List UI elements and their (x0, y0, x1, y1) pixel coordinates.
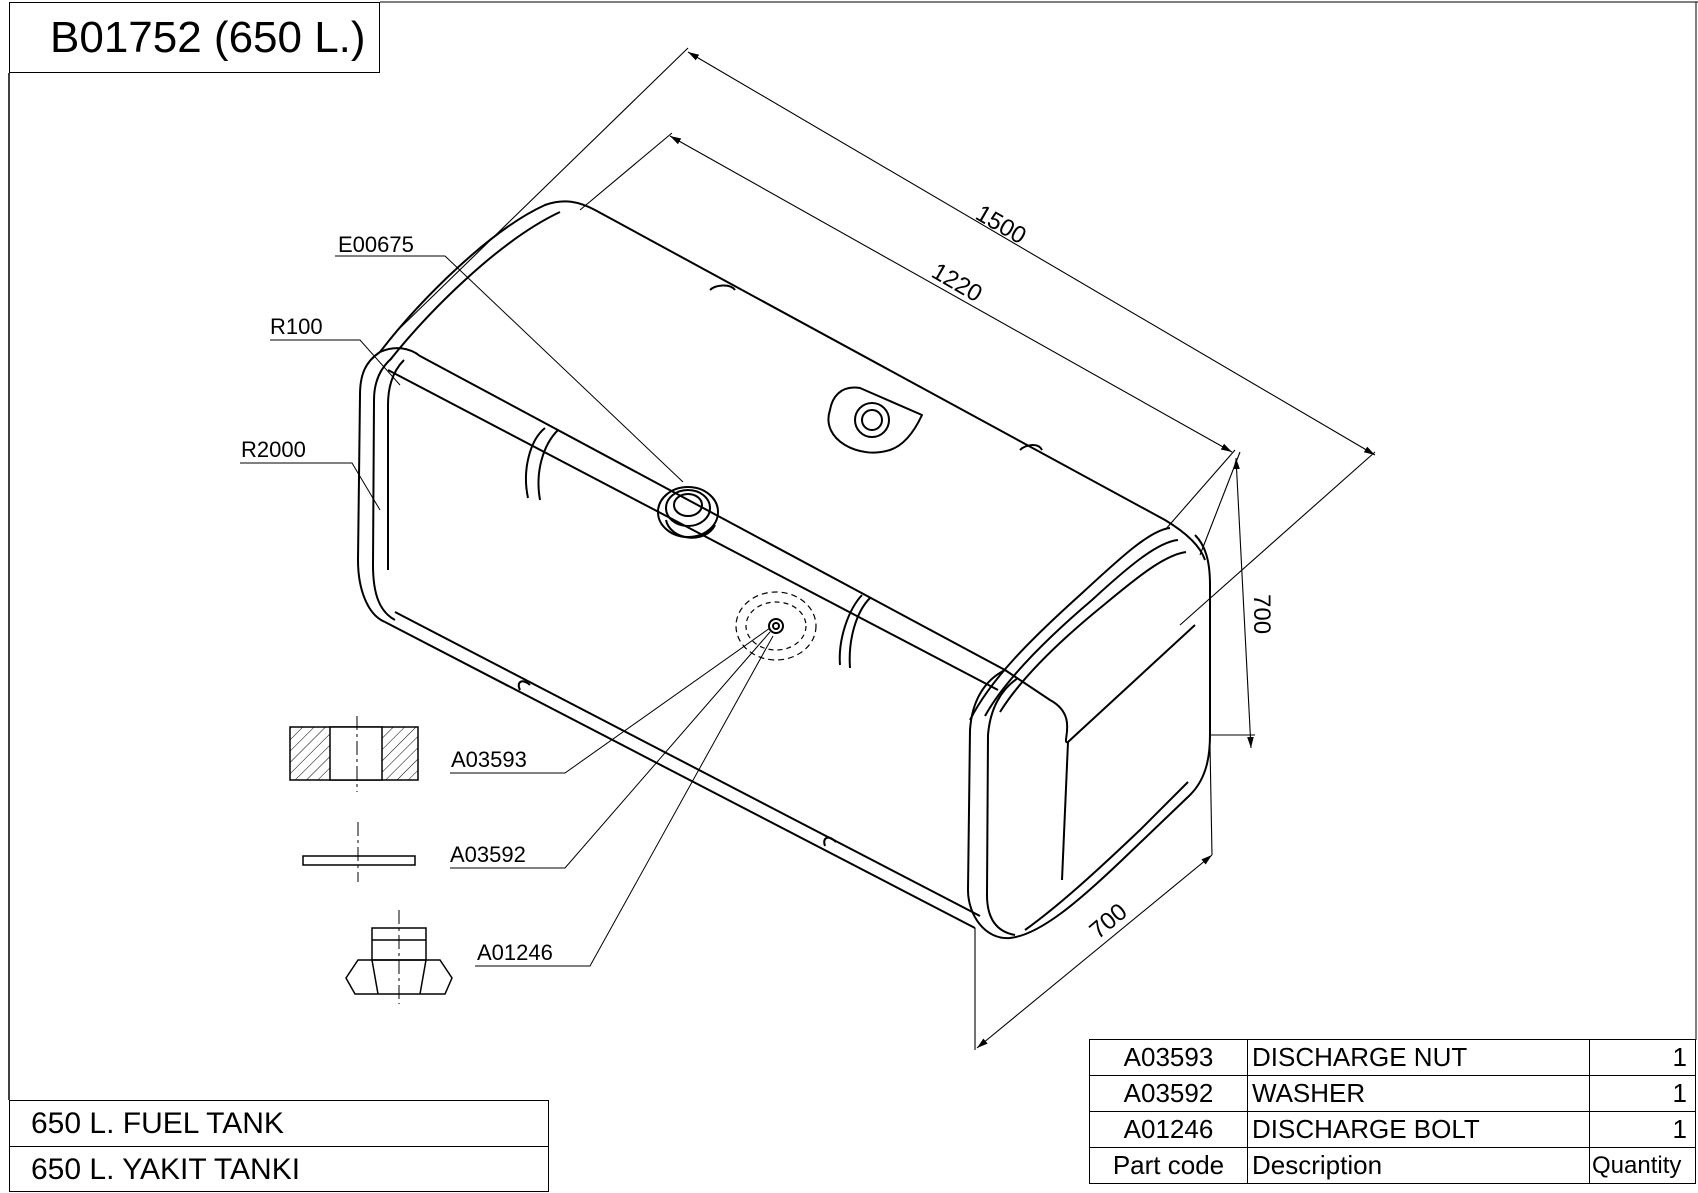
callout-r100: R100 (270, 314, 323, 339)
washer-detail (302, 822, 416, 882)
name-row-turkish: 650 L. YAKIT TANKI (10, 1147, 548, 1193)
table-row: A03592 WASHER 1 (1089, 1075, 1696, 1112)
description-cell: DISCHARGE NUT (1247, 1039, 1590, 1076)
part-code-cell: A03593 (1089, 1039, 1248, 1076)
table-row: A01246 DISCHARGE BOLT 1 (1089, 1111, 1696, 1148)
quantity-cell: 1 (1589, 1075, 1696, 1112)
title-box: B01752 (650 L.) (9, 2, 380, 73)
quantity-cell: 1 (1589, 1039, 1696, 1076)
header-description: Description (1247, 1147, 1590, 1184)
name-row-english: 650 L. FUEL TANK (10, 1101, 548, 1147)
dim-700-height: 700 (1248, 594, 1275, 634)
drawing-title: B01752 (650 L.) (50, 13, 366, 62)
part-code-cell: A01246 (1089, 1111, 1248, 1148)
dim-700-width: 700 (1085, 898, 1133, 944)
table-row: A03593 DISCHARGE NUT 1 (1089, 1039, 1696, 1076)
leader-lines (240, 255, 774, 967)
discharge-nut-detail (289, 716, 419, 792)
dim-1500: 1500 (971, 200, 1031, 250)
callout-a03593: A03593 (451, 747, 527, 772)
description-cell: WASHER (1247, 1075, 1590, 1112)
callout-r2000: R2000 (241, 437, 306, 462)
header-quantity: Quantity (1589, 1147, 1696, 1184)
name-english: 650 L. FUEL TANK (31, 1107, 284, 1140)
callout-a01246: A01246 (477, 940, 553, 965)
table-header-row: Part code Description Quantity (1089, 1147, 1696, 1184)
tank-body (357, 200, 1211, 940)
callout-a03592: A03592 (450, 842, 526, 867)
parts-table: A03593 DISCHARGE NUT 1 A03592 WASHER 1 A… (1089, 1039, 1696, 1184)
quantity-cell: 1 (1589, 1111, 1696, 1148)
name-turkish: 650 L. YAKIT TANKI (31, 1153, 301, 1186)
discharge-bolt-detail (345, 910, 453, 1004)
part-code-cell: A03592 (1089, 1075, 1248, 1112)
dim-1220: 1220 (927, 258, 987, 308)
header-part-code: Part code (1089, 1147, 1248, 1184)
description-cell: DISCHARGE BOLT (1247, 1111, 1590, 1148)
callout-e00675: E00675 (338, 232, 414, 257)
name-block: 650 L. FUEL TANK 650 L. YAKIT TANKI (9, 1100, 549, 1192)
dimension-lines (397, 47, 1376, 1050)
